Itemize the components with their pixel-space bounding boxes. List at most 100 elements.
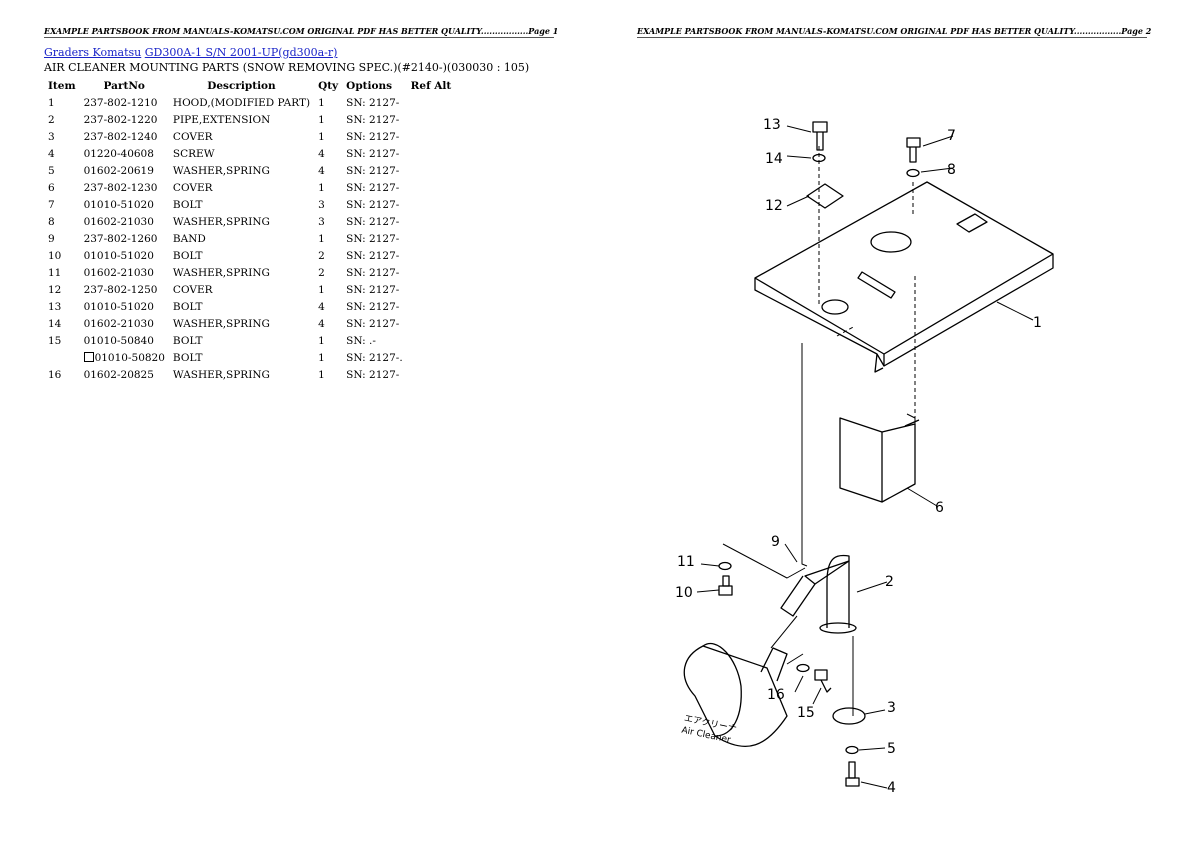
cell-description-text: BOLT bbox=[172, 334, 203, 347]
cell-description: COVER bbox=[169, 179, 314, 196]
callout-16: 16 bbox=[767, 687, 785, 703]
cell-qty: 4 bbox=[314, 298, 342, 315]
band-part bbox=[722, 543, 806, 579]
callout-8: 8 bbox=[947, 162, 956, 178]
cell-partno: 237-802-1210 bbox=[80, 94, 169, 111]
cell-item: 14 bbox=[44, 315, 80, 332]
cell-description: SCREW bbox=[169, 145, 314, 162]
cell-options-text: SN: 2127- bbox=[346, 147, 400, 160]
cell-item-text: 14 bbox=[48, 317, 62, 330]
cell-partno-text: 237-802-1260 bbox=[83, 232, 158, 245]
column-header-qty: Qty bbox=[318, 79, 339, 92]
cell-description-text: BOLT bbox=[172, 198, 203, 211]
cell-ref-alt bbox=[407, 298, 456, 315]
cell-item-text: 3 bbox=[48, 130, 55, 143]
cell-ref-alt bbox=[407, 162, 456, 179]
cell-partno: 01010-50820 bbox=[80, 349, 169, 366]
cell-item-text: 2 bbox=[48, 113, 55, 126]
washer-11 bbox=[718, 561, 732, 571]
cell-description-text: WASHER,SPRING bbox=[172, 368, 270, 381]
cell-item-text: 10 bbox=[48, 249, 62, 262]
cell-options: SN: 2127- bbox=[342, 315, 407, 332]
bolt-15 bbox=[814, 669, 832, 693]
cell-partno-text: 01602-20825 bbox=[83, 368, 154, 381]
cell-description-text: WASHER,SPRING bbox=[172, 164, 270, 177]
cell-item: 3 bbox=[44, 128, 80, 145]
cell-partno: 01220-40608 bbox=[80, 145, 169, 162]
bolt-10 bbox=[718, 575, 733, 596]
cell-options: SN: 2127- bbox=[342, 264, 407, 281]
cell-item: 15 bbox=[44, 332, 80, 349]
callout-12: 12 bbox=[765, 198, 783, 214]
cell-qty: 1 bbox=[314, 128, 342, 145]
cell-partno: 01010-51020 bbox=[80, 196, 169, 213]
cell-description-text: SCREW bbox=[172, 147, 215, 160]
cell-options: SN: 2127- bbox=[342, 298, 407, 315]
cell-description-text: BAND bbox=[172, 232, 206, 245]
cell-description: BAND bbox=[169, 230, 314, 247]
cell-item: 12 bbox=[44, 281, 80, 298]
cell-description: WASHER,SPRING bbox=[169, 264, 314, 281]
cell-qty: 2 bbox=[314, 264, 342, 281]
cell-partno: 237-802-1260 bbox=[80, 230, 169, 247]
callout-7: 7 bbox=[947, 128, 956, 144]
column-header-description: Description bbox=[207, 79, 276, 92]
page-header-left: EXAMPLE PARTSBOOK FROM MANUALS-KOMATSU.C… bbox=[44, 26, 559, 38]
cell-ref-alt bbox=[407, 94, 456, 111]
cell-item-text: 11 bbox=[48, 266, 62, 279]
cell-qty-text: 1 bbox=[318, 181, 325, 194]
cell-ref-alt bbox=[407, 366, 456, 383]
callout-10: 10 bbox=[675, 585, 693, 601]
cell-ref-alt bbox=[407, 128, 456, 145]
cell-options-text: SN: 2127- bbox=[346, 300, 400, 313]
cell-qty-text: 3 bbox=[318, 215, 325, 228]
cell-item: 13 bbox=[44, 298, 80, 315]
cell-options-text: SN: 2127- bbox=[346, 96, 400, 109]
breadcrumb-link-model[interactable]: GD300A-1 S/N 2001-UP(gd300a-r) bbox=[144, 46, 338, 59]
cell-item bbox=[44, 349, 80, 366]
cell-options-text: SN: 2127- bbox=[346, 164, 400, 177]
air-cleaner-body bbox=[683, 643, 788, 747]
cell-qty-text: 1 bbox=[318, 96, 325, 109]
column-header-options: Options bbox=[346, 79, 393, 92]
cell-ref-alt bbox=[407, 230, 456, 247]
cell-options: SN: 2127- bbox=[342, 366, 407, 383]
cell-ref-alt bbox=[407, 213, 456, 230]
cell-description-text: COVER bbox=[172, 283, 213, 296]
cell-partno: 01010-51020 bbox=[80, 247, 169, 264]
callout-13: 13 bbox=[763, 117, 781, 133]
washer-16 bbox=[796, 663, 810, 673]
cell-item-text: 6 bbox=[48, 181, 55, 194]
cell-options: SN: 2127- bbox=[342, 247, 407, 264]
cell-partno: 237-802-1250 bbox=[80, 281, 169, 298]
cell-qty: 2 bbox=[314, 247, 342, 264]
cell-partno-text: 237-802-1250 bbox=[83, 283, 158, 296]
cell-options: SN: 2127- bbox=[342, 128, 407, 145]
cell-partno: 01602-20825 bbox=[80, 366, 169, 383]
cell-partno-text: 237-802-1230 bbox=[83, 181, 158, 194]
cell-options-text: SN: 2127- bbox=[346, 181, 400, 194]
breadcrumb-link-graders[interactable]: Graders Komatsu bbox=[44, 46, 142, 59]
cell-partno-text: 01602-20619 bbox=[83, 164, 154, 177]
cell-item-text: 7 bbox=[48, 198, 55, 211]
cell-description-text: PIPE,EXTENSION bbox=[172, 113, 271, 126]
cell-partno: 01010-50840 bbox=[80, 332, 169, 349]
cell-qty: 3 bbox=[314, 213, 342, 230]
cell-options: SN: 2127- bbox=[342, 281, 407, 298]
cell-partno-text: 01010-51020 bbox=[83, 300, 154, 313]
cell-ref-alt bbox=[407, 179, 456, 196]
cell-partno-text: 01010-50840 bbox=[83, 334, 154, 347]
cell-options-text: SN: 2127- bbox=[346, 130, 400, 143]
cell-item: 1 bbox=[44, 94, 80, 111]
cell-qty-text: 2 bbox=[318, 249, 325, 262]
cell-partno-text: 237-802-1220 bbox=[83, 113, 158, 126]
callout-9: 9 bbox=[771, 534, 780, 550]
cell-qty: 4 bbox=[314, 162, 342, 179]
cell-description: WASHER,SPRING bbox=[169, 315, 314, 332]
cell-ref-alt bbox=[407, 145, 456, 162]
